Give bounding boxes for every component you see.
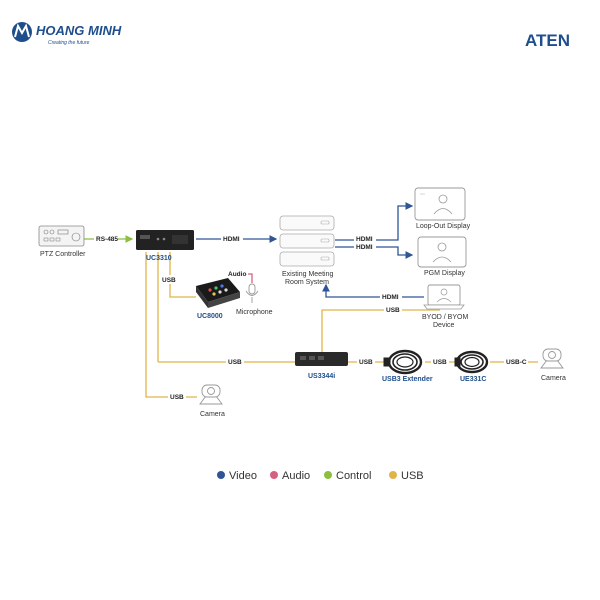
byod-laptop-device[interactable] [423,284,465,310]
usb-cam-bottom-label: USB [170,394,184,401]
loop-out-display-device[interactable] [414,187,466,221]
microphone-icon[interactable] [245,283,259,303]
hdmi-byod-line [322,283,424,298]
uc8000-device[interactable] [196,278,240,308]
ue331c-label: UE331C [460,376,486,383]
ptz-controller-device[interactable] [38,225,85,247]
usb-uc8000-line [169,252,196,298]
usb3-extender-device[interactable] [383,349,423,375]
svg-text:Audio: Audio [282,470,310,482]
meeting-system-device[interactable] [279,215,335,267]
us3344i-device[interactable] [295,352,348,366]
loop-out-display-label: Loop-Out Display [416,223,471,230]
pgm-display-device[interactable] [417,236,467,268]
camera-bottom-label: Camera [200,411,225,418]
brand-name: HOANG MINH [36,23,122,38]
svg-text:Control: Control [336,470,371,482]
brand-tagline: Creating the future [48,40,90,46]
usb-ext-label: USB [359,359,373,366]
usb3-extender-label: USB3 Extender [382,376,433,383]
us3344i-label: US3344i [308,373,335,380]
usb-byod-label: USB [386,307,400,314]
svg-text:USB: USB [401,470,424,482]
usb-uc8000-label: USB [162,277,176,284]
uc3310-device[interactable] [136,230,194,250]
uc3310-label: UC3310 [146,255,172,262]
hdmi-byod-label: HDMI [382,294,399,301]
camera-right-icon[interactable] [540,348,564,369]
legend-item-usb: USB [389,470,424,482]
uc8000-label: UC8000 [197,313,223,320]
rs485-label: RS-485 [96,236,118,243]
aten-logo-text: ATEN [525,31,570,50]
meeting-system-label-line2: Room System [285,279,329,286]
legend-item-control: Control [324,470,371,482]
hdmi-main-label: HDMI [223,236,240,243]
legend-item-audio: Audio [270,470,310,482]
hdmi-loop-label: HDMI [356,236,373,243]
byod-label-line2: Device [433,322,455,329]
camera-bottom-icon[interactable] [199,384,223,405]
meeting-system-label-line1: Existing Meeting [282,271,333,278]
svg-text:Video: Video [229,470,257,482]
usb-hub-label: USB [228,359,242,366]
microphone-label: Microphone [236,309,273,316]
hdmi-pgm-label: HDMI [356,244,373,251]
ptz-controller-label: PTZ Controller [40,251,86,258]
usb-cam-bottom-line [145,252,197,398]
camera-right-label: Camera [541,375,566,382]
ue331c-device[interactable] [454,350,489,374]
legend-item-video: Video [217,470,257,482]
usbc-cam-label: USB-C [506,359,527,366]
legend: Video Audio Control USB [217,470,424,482]
byod-label-line1: BYOD / BYOM [422,314,468,321]
aten-logo[interactable]: ATEN [525,31,570,50]
usb-ue-label: USB [433,359,447,366]
hoang-minh-logo[interactable]: HOANG MINH Creating the future [12,22,122,46]
pgm-display-label: PGM Display [424,270,465,277]
audio-label: Audio [228,271,246,278]
